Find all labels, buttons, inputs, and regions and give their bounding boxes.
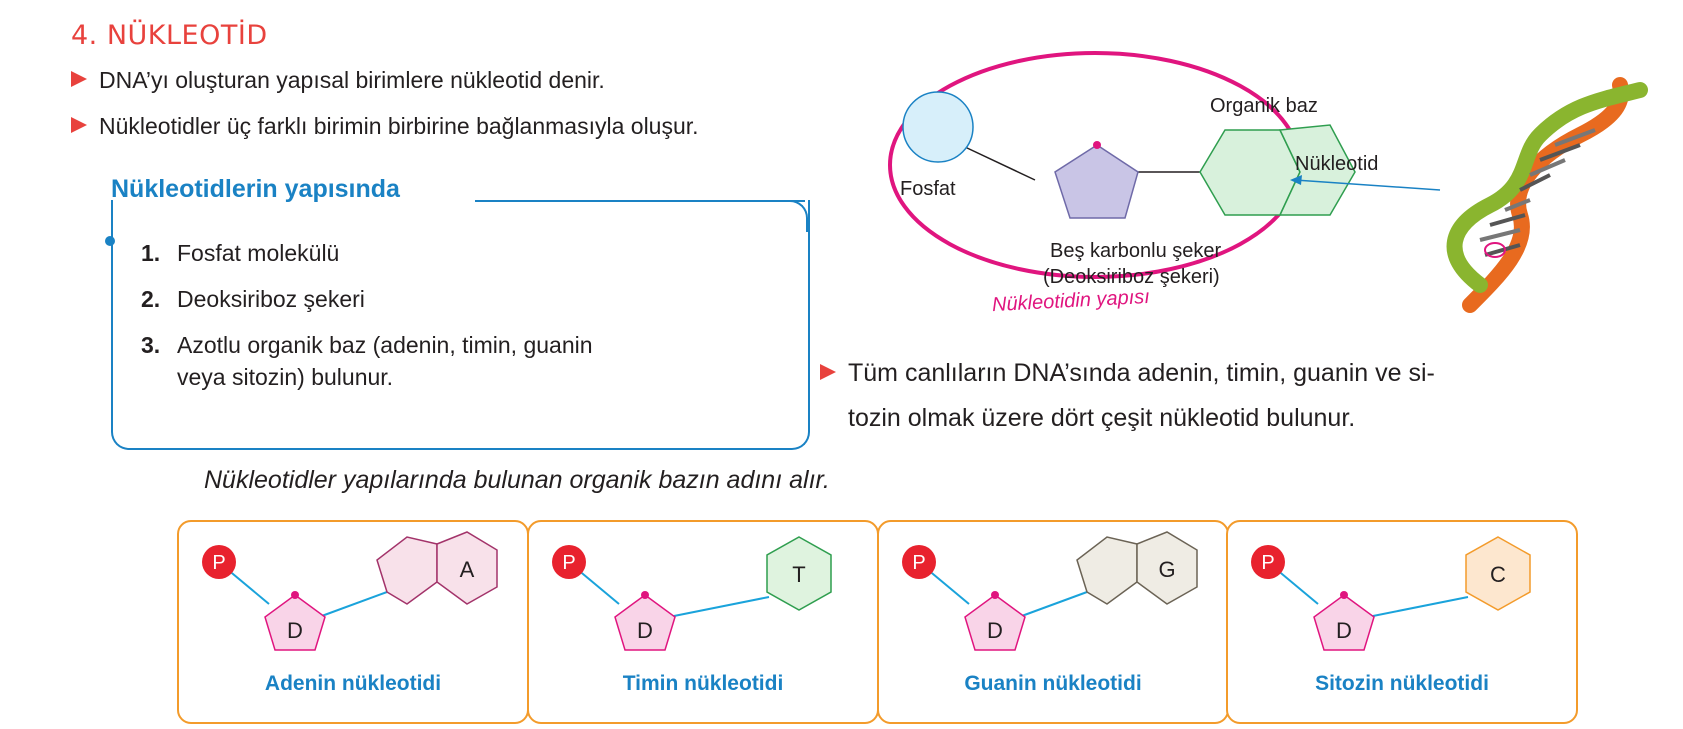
triangle-bullet-icon <box>71 117 87 133</box>
triangle-bullet-icon <box>71 71 87 87</box>
phosphate-circle <box>202 545 236 579</box>
base-letter: C <box>1490 562 1506 587</box>
nucleotide-card: P D A Adenin nükleotidi <box>177 520 529 724</box>
base-label: Organik baz <box>1210 95 1318 117</box>
base-hexagon <box>436 531 498 605</box>
sugar-label-2: (Deoksiriboz şekeri) <box>1043 266 1220 288</box>
sugar-label-1: Beş karbonlu şeker <box>1050 240 1222 262</box>
sugar-pentagon <box>964 594 1026 651</box>
phosphate-letter: P <box>212 552 225 574</box>
sugar-letter: D <box>1336 618 1352 643</box>
phosphate-sugar-bond <box>964 146 1036 181</box>
sugar-dot <box>641 591 649 599</box>
phosphate-letter: P <box>562 552 575 574</box>
sugar-pentagon <box>614 594 676 651</box>
phosphate-letter: P <box>1261 552 1274 574</box>
heading-underline <box>475 200 805 202</box>
base-letter: A <box>460 557 475 582</box>
sugar-pentagon <box>1054 144 1139 219</box>
phosphate-circle <box>902 91 974 163</box>
card-label: Timin nükleotidi <box>622 672 784 695</box>
nucleotide-arrow <box>1294 179 1441 191</box>
list-item: 1.Fosfat molekülü <box>141 240 340 266</box>
bullet-1-text: DNA’yı oluşturan yapısal birimlere nükle… <box>99 67 605 93</box>
phosphate-letter: P <box>912 552 925 574</box>
arrow-head-icon <box>1290 175 1302 185</box>
base-bond <box>1367 596 1469 618</box>
base-ring-2 <box>1278 124 1356 216</box>
bullet-1: DNA’yı oluşturan yapısal birimlere nükle… <box>71 66 605 94</box>
sugar-letter: D <box>987 618 1003 643</box>
sugar-pentagon <box>264 594 326 651</box>
structure-box <box>111 200 810 450</box>
nucleotide-card: P D T Timin nükleotidi <box>527 520 879 724</box>
sugar-pentagon <box>1313 594 1375 651</box>
base-bond <box>1018 591 1088 618</box>
nucleotide-card: P D C Sitozin nükleotidi <box>1226 520 1578 724</box>
structure-box-corner <box>770 200 808 232</box>
sugar-dot <box>991 591 999 599</box>
card-label: Sitozin nükleotidi <box>1315 672 1489 695</box>
base-letter: T <box>792 562 805 587</box>
phosphate-circle <box>902 545 936 579</box>
base-bond <box>668 596 770 618</box>
sugar-dot <box>291 591 299 599</box>
base-hexagon <box>1465 536 1531 611</box>
base-bond <box>318 591 388 618</box>
nucleotide-label: Nükleotid <box>1295 153 1378 175</box>
bullet-3-line-1: Tüm canlıların DNA’sında adenin, timin, … <box>848 359 1435 387</box>
triangle-bullet-icon <box>820 364 836 380</box>
bullet-3-line-2: tozin olmak üzere dört çeşit nükleotid b… <box>848 404 1356 432</box>
nucleotide-model: P D A <box>202 531 498 651</box>
section-title: 4. NÜKLEOTİD <box>71 20 268 51</box>
naming-note: Nükleotidler yapılarında bulunan organik… <box>204 466 830 494</box>
sugar-dot <box>1340 591 1348 599</box>
card-label: Guanin nükleotidi <box>964 672 1142 695</box>
list-item: veya sitozin) bulunur. <box>177 364 394 390</box>
sugar-letter: D <box>287 618 303 643</box>
dna-helix-icon <box>1446 77 1648 313</box>
base-ring-1 <box>1199 129 1301 216</box>
phosphate-circle <box>552 545 586 579</box>
bullet-3: Tüm canlıların DNA’sında adenin, timin, … <box>820 351 1435 396</box>
list-item: 3.Azotlu organik baz (adenin, timin, gua… <box>141 332 593 358</box>
base-pentagon <box>376 536 438 605</box>
phosphate-circle <box>1251 545 1285 579</box>
base-hexagon <box>1136 531 1198 605</box>
base-letter: G <box>1158 557 1175 582</box>
nucleotide-model: P D G <box>902 531 1198 651</box>
nucleotide-card: P D G Guanin nükleotidi <box>877 520 1229 724</box>
nucleotide-model: P D T <box>552 536 832 651</box>
box-start-dot <box>105 236 115 246</box>
bullet-2-text: Nükleotidler üç farklı birimin birbirine… <box>99 113 699 139</box>
structure-heading: Nükleotidlerin yapısında <box>111 175 400 203</box>
sugar-letter: D <box>637 618 653 643</box>
bullet-2: Nükleotidler üç farklı birimin birbirine… <box>71 112 699 140</box>
base-hexagon <box>766 536 832 611</box>
card-label: Adenin nükleotidi <box>264 672 442 695</box>
base-pentagon <box>1076 536 1138 605</box>
phosphate-label: Fosfat <box>900 178 956 200</box>
nucleotide-model: P D C <box>1251 536 1531 651</box>
nucleotide-structure-diagram: Fosfat Organik baz Beş karbonlu şeker (D… <box>888 51 1648 313</box>
list-item: 2.Deoksiriboz şekeri <box>141 286 365 312</box>
sugar-carbon-dot <box>1093 141 1101 149</box>
